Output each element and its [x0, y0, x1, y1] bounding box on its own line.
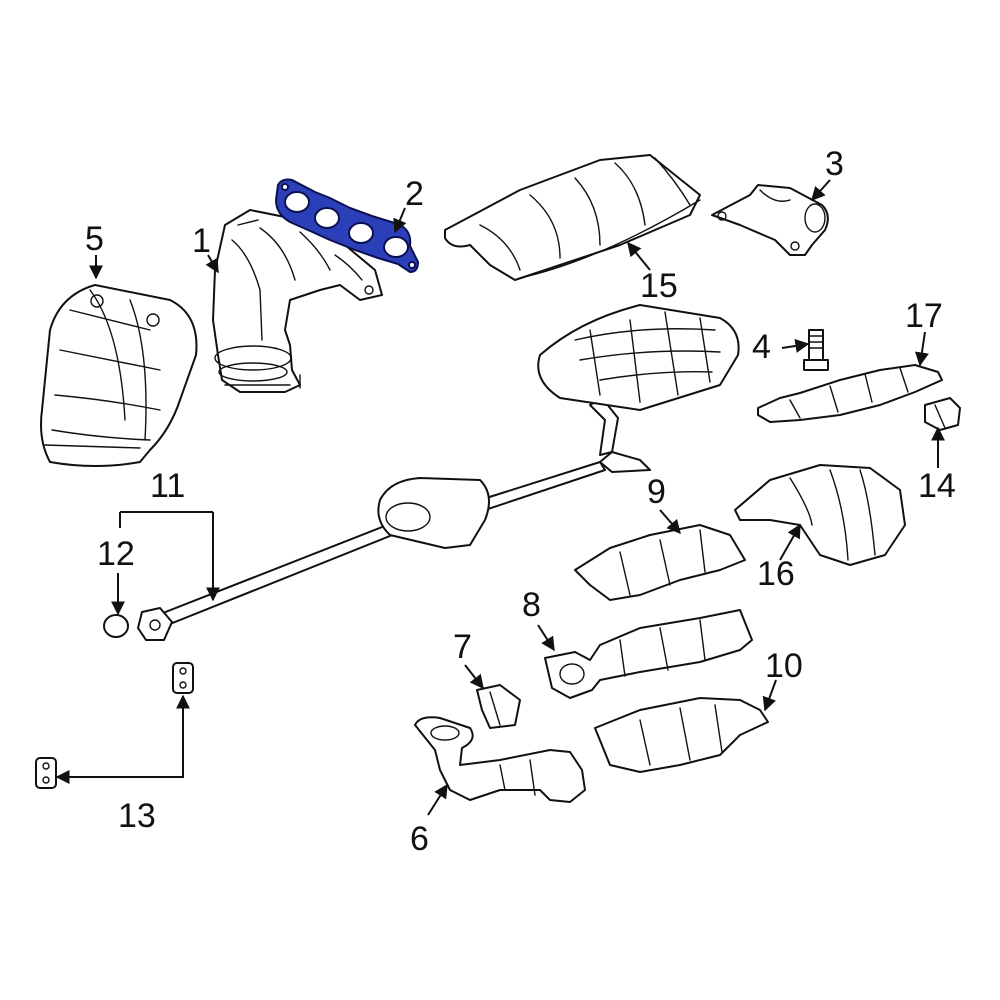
part-2-exhaust-manifold-gasket[interactable]: [274, 178, 420, 274]
part-13-hanger-lower[interactable]: [35, 757, 57, 789]
callout-14: 14: [918, 467, 956, 505]
part-9-heat-shield[interactable]: [574, 524, 746, 601]
part-11-exhaust-pipe[interactable]: [137, 304, 740, 641]
part-8-catalytic-converter[interactable]: [544, 609, 753, 699]
part-6-front-pipe[interactable]: [414, 716, 586, 803]
callout-9: 9: [647, 473, 666, 511]
callout-7: 7: [453, 628, 472, 666]
part-5-manifold-heat-shield[interactable]: [40, 284, 198, 467]
callout-leaders: [55, 179, 945, 816]
callout-8: 8: [522, 586, 541, 624]
part-16-heat-shield[interactable]: [734, 464, 906, 566]
callout-11: 11: [150, 467, 185, 505]
callout-numbers: 1 2 3 4 5 6 7 8 9 10 11 12 13 14 15 16 1…: [85, 145, 956, 858]
part-1-exhaust-manifold[interactable]: [212, 209, 383, 393]
part-12-gasket[interactable]: [103, 614, 129, 638]
part-10-catalytic-converter[interactable]: [594, 697, 769, 773]
callout-10: 10: [765, 647, 803, 685]
callout-5: 5: [85, 220, 104, 258]
part-7-bracket[interactable]: [476, 684, 521, 729]
callout-3: 3: [825, 145, 844, 183]
callout-17: 17: [905, 297, 943, 335]
part-14-mounting-rubber[interactable]: [924, 397, 961, 431]
callout-13: 13: [118, 797, 156, 835]
callout-1: 1: [192, 222, 211, 260]
callout-16: 16: [757, 555, 795, 593]
part-15-heat-shield-upper[interactable]: [444, 154, 701, 281]
part-13-hanger-upper[interactable]: [172, 662, 194, 694]
part-17-heat-shield[interactable]: [757, 364, 943, 423]
callout-4: 4: [752, 328, 771, 366]
callout-6: 6: [410, 820, 429, 858]
callout-12: 12: [97, 535, 135, 573]
part-3-bracket[interactable]: [711, 184, 829, 256]
part-4-bolt[interactable]: [803, 329, 829, 371]
callout-2: 2: [405, 175, 424, 213]
callout-15: 15: [640, 267, 678, 305]
